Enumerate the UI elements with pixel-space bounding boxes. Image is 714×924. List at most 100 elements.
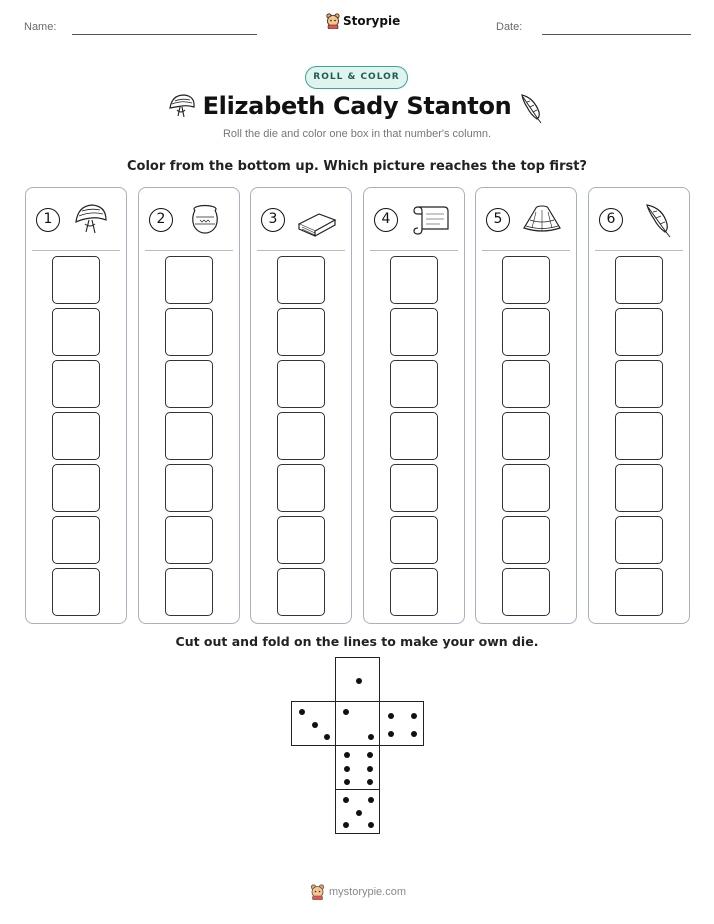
die-face xyxy=(379,701,424,746)
die-pip xyxy=(342,708,349,715)
scroll-icon xyxy=(413,206,449,235)
date-field[interactable] xyxy=(542,34,691,35)
color-box[interactable] xyxy=(615,568,663,616)
die-pip xyxy=(344,752,351,758)
column-divider xyxy=(32,250,120,251)
color-box[interactable] xyxy=(52,308,100,356)
color-box[interactable] xyxy=(502,412,550,460)
subtitle: Roll the die and color one box in that n… xyxy=(222,128,492,140)
die-pip xyxy=(410,730,417,737)
die-pip xyxy=(366,752,373,758)
column-divider xyxy=(482,250,570,251)
date-label: Date: xyxy=(496,21,523,33)
color-box[interactable] xyxy=(52,568,100,616)
color-box[interactable] xyxy=(277,568,325,616)
color-box[interactable] xyxy=(277,464,325,512)
color-box[interactable] xyxy=(390,516,438,564)
color-box[interactable] xyxy=(277,308,325,356)
bonnet-icon xyxy=(75,204,107,234)
die-pip xyxy=(324,734,331,741)
color-box[interactable] xyxy=(502,308,550,356)
color-box[interactable] xyxy=(165,464,213,512)
worksheet-header: Name: Storypie Date: xyxy=(0,13,714,40)
color-box[interactable] xyxy=(52,360,100,408)
column-2: 2 xyxy=(138,187,240,624)
color-box[interactable] xyxy=(390,256,438,304)
book-icon xyxy=(297,213,337,237)
die-pip xyxy=(355,809,362,816)
color-box[interactable] xyxy=(615,412,663,460)
column-3: 3 xyxy=(250,187,352,624)
hoop-skirt-icon xyxy=(523,205,561,232)
color-box[interactable] xyxy=(502,516,550,564)
storypie-mascot-icon xyxy=(310,884,325,900)
column-6: 6 xyxy=(588,187,690,624)
die-pip xyxy=(366,779,373,785)
footer-url: mystorypie.com xyxy=(329,886,407,898)
color-box[interactable] xyxy=(615,360,663,408)
column-number: 2 xyxy=(149,208,173,232)
color-box[interactable] xyxy=(390,464,438,512)
column-number: 5 xyxy=(486,208,510,232)
die-pip xyxy=(368,734,375,741)
color-box[interactable] xyxy=(390,568,438,616)
color-box[interactable] xyxy=(165,516,213,564)
color-box[interactable] xyxy=(52,516,100,564)
die-pip xyxy=(410,712,417,719)
color-box[interactable] xyxy=(502,464,550,512)
color-box[interactable] xyxy=(615,516,663,564)
color-box[interactable] xyxy=(615,308,663,356)
color-box[interactable] xyxy=(165,360,213,408)
color-box[interactable] xyxy=(615,256,663,304)
die-pip xyxy=(355,677,362,684)
color-box[interactable] xyxy=(390,412,438,460)
name-field[interactable] xyxy=(72,34,257,35)
color-box[interactable] xyxy=(52,256,100,304)
color-box[interactable] xyxy=(165,256,213,304)
column-number: 4 xyxy=(374,208,398,232)
color-box[interactable] xyxy=(615,464,663,512)
die-instruction: Cut out and fold on the lines to make yo… xyxy=(175,634,539,649)
color-box[interactable] xyxy=(502,256,550,304)
die-pip xyxy=(311,721,318,728)
die-pip xyxy=(344,779,351,785)
color-box[interactable] xyxy=(277,360,325,408)
storypie-mascot-icon xyxy=(326,13,340,29)
column-divider xyxy=(370,250,458,251)
color-box[interactable] xyxy=(277,256,325,304)
die-pip xyxy=(366,765,373,772)
brand-logo: Storypie xyxy=(326,13,400,29)
die-pip xyxy=(344,765,351,772)
column-4: 4 xyxy=(363,187,465,624)
column-number: 3 xyxy=(261,208,285,232)
column-divider xyxy=(145,250,233,251)
color-box[interactable] xyxy=(277,412,325,460)
column-number: 6 xyxy=(599,208,623,232)
die-pip xyxy=(368,796,375,803)
pot-icon xyxy=(192,204,218,234)
die-face xyxy=(335,789,380,834)
color-box[interactable] xyxy=(165,308,213,356)
column-divider xyxy=(595,250,683,251)
footer: mystorypie.com xyxy=(310,884,406,900)
color-box[interactable] xyxy=(390,360,438,408)
color-box[interactable] xyxy=(52,464,100,512)
die-pip xyxy=(342,796,349,803)
color-box[interactable] xyxy=(502,568,550,616)
die-pip xyxy=(298,708,305,715)
quill-icon xyxy=(646,204,671,238)
column-1: 1 xyxy=(25,187,127,624)
column-number: 1 xyxy=(36,208,60,232)
color-box[interactable] xyxy=(277,516,325,564)
die-face xyxy=(291,701,336,746)
color-box[interactable] xyxy=(502,360,550,408)
color-box[interactable] xyxy=(165,568,213,616)
die-pip xyxy=(388,730,395,737)
instruction: Color from the bottom up. Which picture … xyxy=(127,159,587,174)
color-box[interactable] xyxy=(390,308,438,356)
bonnet-icon xyxy=(169,94,195,118)
color-box[interactable] xyxy=(52,412,100,460)
color-box[interactable] xyxy=(165,412,213,460)
name-label: Name: xyxy=(24,21,57,33)
roll-color-badge: ROLL & COLOR xyxy=(305,66,408,89)
